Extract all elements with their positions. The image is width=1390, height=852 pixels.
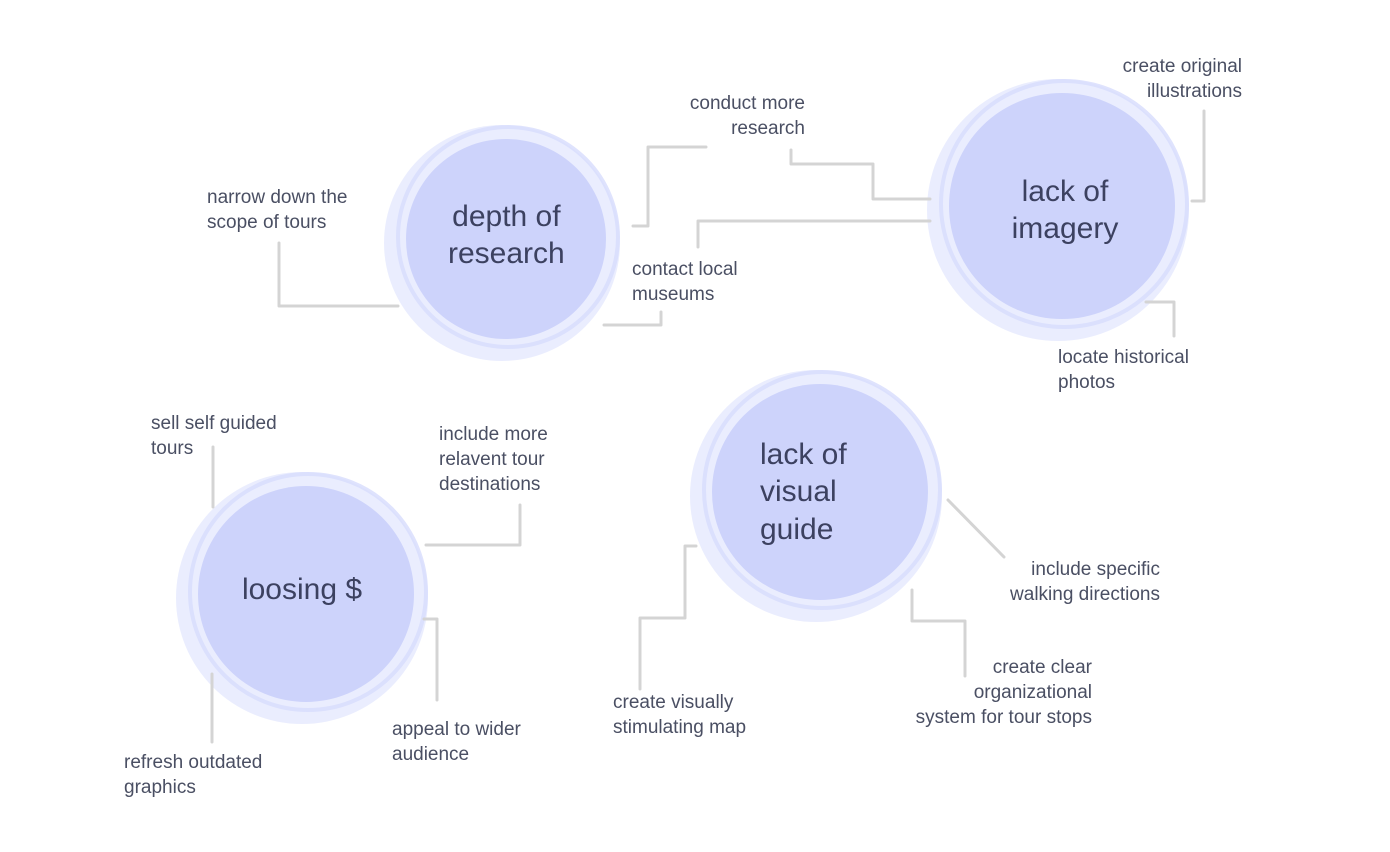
connector-narrow-scope xyxy=(277,241,400,308)
node-label-line: research xyxy=(448,237,565,270)
connector-illustrations xyxy=(1190,109,1206,203)
circle-lack-of-visual-guide xyxy=(690,370,942,622)
connector-conduct-research xyxy=(631,145,708,228)
circle-lack-of-imagery xyxy=(927,79,1189,341)
connector-walking-directions xyxy=(946,498,1006,559)
connector-wider-audience xyxy=(422,617,439,702)
node-depth-of-research: depth of research xyxy=(408,150,604,320)
connector-photos xyxy=(1144,300,1176,338)
node-label-line: lack of xyxy=(1021,174,1109,208)
connector-museums-imagery xyxy=(696,219,932,249)
connector-organizational xyxy=(910,588,967,678)
node-lack-of-imagery: lack of imagery xyxy=(990,160,1140,260)
circle-loosing-money xyxy=(176,472,428,724)
node-label-line: visual xyxy=(760,475,837,509)
connector-conduct-imagery xyxy=(789,148,932,201)
node-label-line: depth of xyxy=(452,199,561,233)
node-label-line: lack of xyxy=(760,437,847,471)
node-label-line: imagery xyxy=(1011,212,1119,245)
connector-museums xyxy=(602,310,663,327)
node-label-line: guide xyxy=(760,512,834,546)
node-loosing-money: loosing $ xyxy=(210,560,394,620)
connector-stimulating-map xyxy=(638,544,698,691)
circle-depth-of-research xyxy=(384,125,620,361)
connector-destinations xyxy=(424,503,522,547)
node-label-line: loosing $ xyxy=(241,573,363,607)
